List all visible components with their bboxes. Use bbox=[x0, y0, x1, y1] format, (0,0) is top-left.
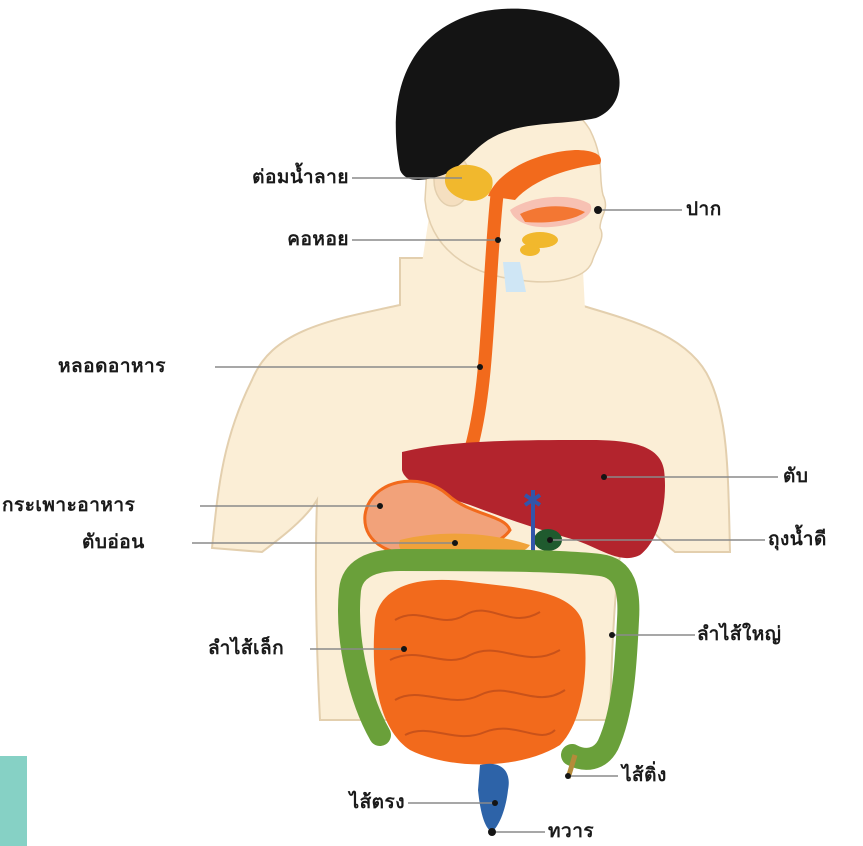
accent-bar bbox=[0, 756, 27, 846]
submandibular-gland bbox=[520, 244, 540, 256]
label-large-intestine: ลำไส้ใหญ่ bbox=[697, 625, 781, 644]
label-gallbladder: ถุงน้ำดี bbox=[768, 530, 827, 549]
label-rectum: ไส้ตรง bbox=[350, 793, 405, 812]
label-pharynx: คอหอย bbox=[287, 230, 349, 249]
label-small-intestine: ลำไส้เล็ก bbox=[208, 639, 284, 658]
label-pancreas: ตับอ่อน bbox=[82, 533, 145, 552]
label-appendix: ไส้ติ่ง bbox=[622, 766, 667, 785]
label-stomach: กระเพาะอาหาร bbox=[2, 496, 135, 515]
label-mouth: ปาก bbox=[686, 200, 722, 219]
label-anus: ทวาร bbox=[548, 822, 594, 841]
label-esophagus: หลอดอาหาร bbox=[58, 357, 166, 376]
small-intestine bbox=[374, 580, 586, 765]
label-liver: ตับ bbox=[783, 467, 808, 486]
rectum bbox=[478, 764, 509, 832]
label-salivary-gland: ต่อมน้ำลาย bbox=[252, 168, 349, 187]
